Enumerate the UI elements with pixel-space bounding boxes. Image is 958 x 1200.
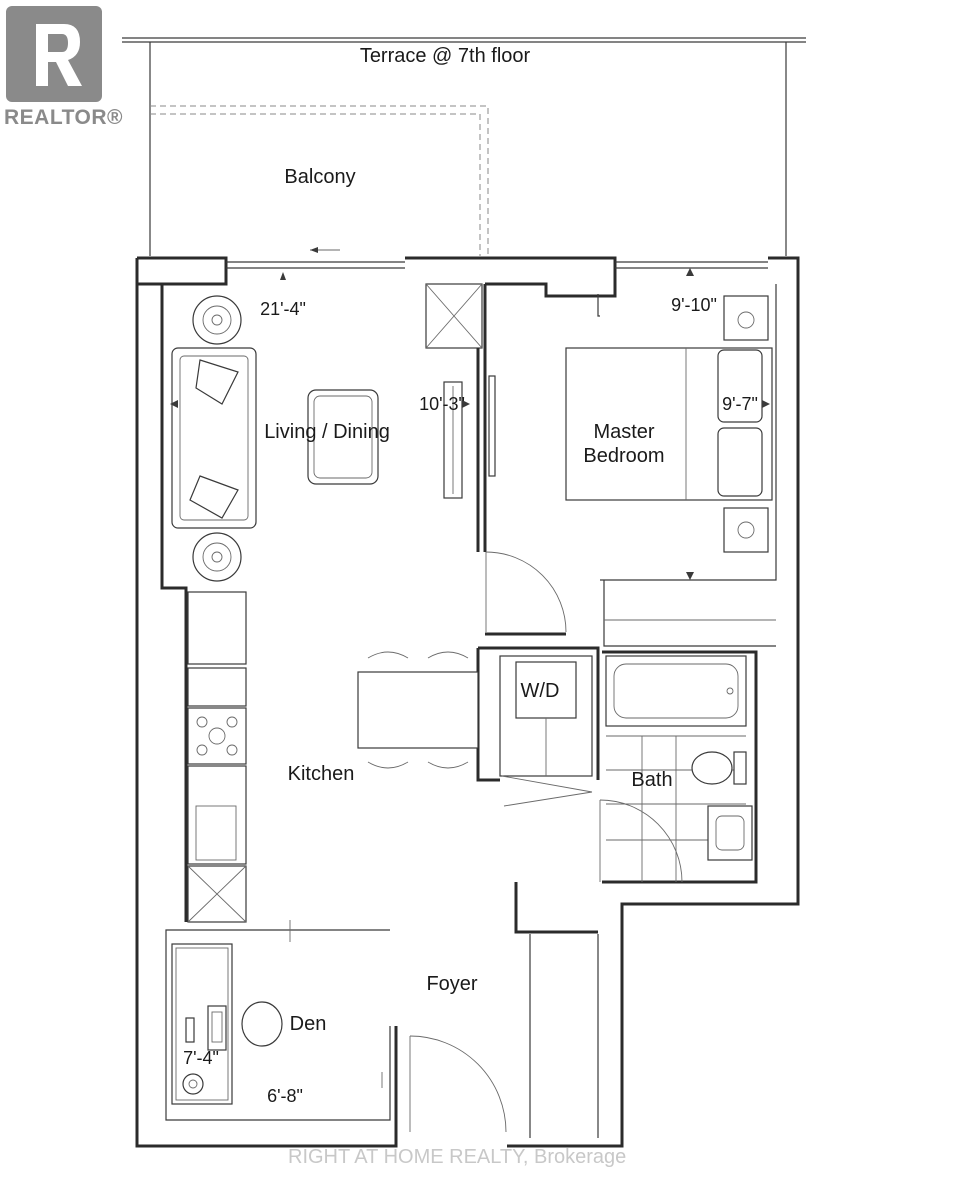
- bath-label: Bath: [631, 769, 672, 791]
- realtor-logo-icon: [6, 6, 102, 102]
- den-label: Den: [290, 1013, 327, 1035]
- master-bedroom-label-2: Bedroom: [583, 445, 664, 467]
- den-furniture: [171, 920, 383, 1105]
- den-depth-dim: 7'-4": [183, 1048, 219, 1068]
- living-dining-label: Living / Dining: [264, 421, 390, 443]
- interior-walls: [165, 283, 777, 1148]
- living-width-dim: 21'-4": [260, 299, 306, 319]
- bath-fixtures: [605, 655, 753, 882]
- master-depth-dim: 9'-7": [722, 394, 758, 414]
- wd-label: W/D: [521, 680, 560, 702]
- realtor-r-icon: [36, 24, 82, 86]
- brokerage-watermark: RIGHT AT HOME REALTY, Brokerage: [288, 1146, 627, 1168]
- balcony-label: Balcony: [284, 166, 355, 188]
- foyer-label: Foyer: [426, 973, 477, 995]
- exterior-walls: [135, 247, 800, 1148]
- toilet-icon: [691, 751, 733, 785]
- washer-dryer-icon: [515, 661, 577, 719]
- living-depth-dim: 10'-3": [419, 394, 465, 414]
- realtor-logo-text: REALTOR®: [4, 106, 124, 129]
- kitchen-label: Kitchen: [288, 763, 355, 785]
- pillow-icon-2: [717, 427, 763, 497]
- vanity-icon: [707, 805, 753, 861]
- coffee-table-icon: [307, 389, 379, 485]
- dining-table-icon: [357, 671, 479, 749]
- balcony-area: [150, 105, 489, 256]
- dimension-markers: [170, 268, 770, 580]
- master-bedroom-label-1: Master: [593, 421, 654, 443]
- stove-icon: [187, 707, 247, 765]
- den-width-dim: 6'-8": [267, 1086, 303, 1106]
- laundry-fixtures: [515, 661, 577, 776]
- bathtub-icon: [605, 655, 747, 727]
- kitchen-fixtures: [187, 591, 479, 923]
- chair-icon: [241, 1001, 283, 1047]
- sofa-icon: [171, 347, 257, 529]
- master-width-dim: 9'-10": [671, 295, 717, 315]
- bedroom-furniture: [565, 295, 773, 553]
- pillow-icon: [717, 349, 763, 423]
- sink-icon: [187, 765, 247, 865]
- fridge-icon: [187, 591, 247, 665]
- living-furniture: [171, 295, 496, 582]
- terrace-label: Terrace @ 7th floor: [360, 45, 531, 67]
- doors: [409, 551, 683, 1133]
- terrace-area: [122, 37, 806, 256]
